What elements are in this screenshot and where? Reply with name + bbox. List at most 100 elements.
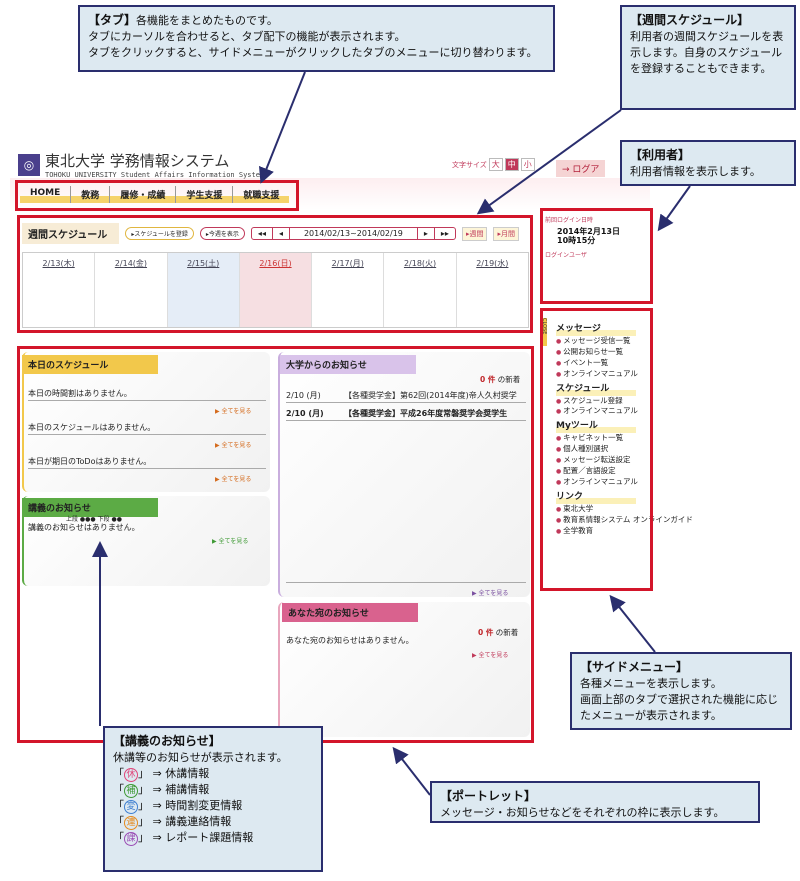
callout-body: 休講等のお知らせが表示されます。 <box>113 751 288 765</box>
notice-date: 2/10 (月) <box>286 409 324 418</box>
weekly-days: 2/13(木) 2/14(金) 2/15(土) 2/16(日) 2/17(月) … <box>22 252 529 328</box>
side-menu-item[interactable]: オンラインマニュアル <box>556 406 693 417</box>
side-menu-item[interactable]: イベント一覧 <box>556 358 693 369</box>
next-week-button[interactable]: ▸ <box>418 228 435 239</box>
view-all-link[interactable]: 全てを見る <box>215 406 252 415</box>
day-column[interactable]: 2/19(水) <box>476 259 509 268</box>
font-size-medium-button[interactable]: 中 <box>504 158 519 171</box>
register-schedule-button[interactable]: ▸スケジュールを登録 <box>125 227 194 240</box>
main-tabs: HOME 教務 履修・成績 学生支援 就職支援 <box>20 186 290 203</box>
callout-body: メッセージ・お知らせなどをそれぞれの枠に表示します。 <box>440 806 725 820</box>
highlight-portlets <box>17 346 534 743</box>
side-menu-item[interactable]: オンラインマニュアル <box>556 477 693 488</box>
legend-row: 「補」 ⇒ 補講情報 <box>113 783 210 799</box>
side-menu-item[interactable]: メッセージ転送設定 <box>556 455 693 466</box>
month-view-button[interactable]: ▸月間 <box>493 226 519 241</box>
highlight-tabs <box>15 180 299 211</box>
new-count: 0 件 の新着 <box>478 627 518 638</box>
side-menu-item[interactable]: 教育系情報システム オンラインガイド <box>556 515 693 526</box>
date-range: 2014/02/13~2014/02/19 <box>290 228 418 239</box>
callout-user: 【利用者】 利用者情報を表示します。 <box>620 140 796 186</box>
callout-portlet: 【ポートレット】 メッセージ・お知らせなどをそれぞれの枠に表示します。 <box>430 781 760 823</box>
notice-title[interactable]: 【各種奨学金】第62回(2014年度)帝人久村奨学 <box>344 391 517 400</box>
legend-row: 「課」 ⇒ レポート課題情報 <box>113 831 254 847</box>
logout-button[interactable]: → ログア <box>556 160 606 177</box>
callout-body: 利用者情報を表示します。 <box>630 165 761 179</box>
tab-courses-grades[interactable]: 履修・成績 <box>110 186 177 203</box>
week-navigator: ◂◂ ◂ 2014/02/13~2014/02/19 ▸ ▸▸ <box>250 227 456 240</box>
side-menu-item[interactable]: メッセージ受信一覧 <box>556 336 693 347</box>
count-value: 0 件 <box>478 628 494 637</box>
callout-title: 【講義のお知らせ】 <box>113 734 221 748</box>
side-menu-item[interactable]: オンラインマニュアル <box>556 369 693 380</box>
tab-home[interactable]: HOME <box>20 186 72 203</box>
legend-row: 「休」 ⇒ 休講情報 <box>113 767 210 783</box>
side-menu-heading: メッセージ <box>556 323 636 337</box>
side-menu-item[interactable]: 個人種別選択 <box>556 444 693 455</box>
today-timetable-msg: 本日の時間割はありません。 <box>28 389 132 398</box>
font-size-large-button[interactable]: 大 <box>488 158 503 171</box>
count-label: の新着 <box>495 628 519 637</box>
font-size-small-button[interactable]: 小 <box>520 158 535 171</box>
system-title: 東北大学 学務情報システム <box>45 152 230 170</box>
side-menu-heading: Myツール <box>556 420 636 434</box>
font-size-label: 文字サイズ <box>452 160 487 169</box>
callout-body: 利用者の週間スケジュールを表示します。自身のスケジュールを登録することもできます… <box>630 30 784 76</box>
logo[interactable]: ◎ 東北大学 学務情報システム TOHOKU UNIVERSITY Studen… <box>18 150 264 179</box>
view-all-link[interactable]: 全てを見る <box>212 536 249 545</box>
legend-arrow: ⇒ <box>152 815 162 829</box>
legend-mark-icon: 連 <box>124 816 138 831</box>
tab-academic[interactable]: 教務 <box>71 186 111 203</box>
view-all-link[interactable]: 全てを見る <box>472 650 509 659</box>
close-side-menu-button[interactable]: CLOSE <box>541 318 547 346</box>
weekly-schedule-title: 週間スケジュール <box>22 223 120 244</box>
notice-title[interactable]: 【各種奨学金】平成26年度常磐奨学会奨学生 <box>344 409 508 418</box>
callout-line: 各種メニューを表示します。 <box>580 677 722 691</box>
lecture-legend-row: 上段 ●●● 下段 ●● <box>66 516 122 523</box>
day-column[interactable]: 2/14(金) <box>95 253 168 327</box>
first-week-button[interactable]: ◂◂ <box>252 228 273 239</box>
portlet-title: 本日のスケジュール <box>22 355 158 374</box>
callout-line: タブをクリックすると、サイドメニューがクリックしたタブのメニューに切り替わります… <box>88 46 538 60</box>
view-all-link[interactable]: 全てを見る <box>472 588 509 597</box>
callout-tab: 【タブ】各機能をまとめたものです。 タブにカーソルを合わせると、タブ配下の機能が… <box>78 5 555 72</box>
view-all-link[interactable]: 全てを見る <box>215 440 252 449</box>
side-menu-item[interactable]: スケジュール登録 <box>556 396 693 407</box>
side-menu: メッセージメッセージ受信一覧公開お知らせ一覧イベント一覧オンラインマニュアルスケ… <box>556 320 693 536</box>
callout-side-menu: 【サイドメニュー】 各種メニューを表示します。 画面上部のタブで選択された機能に… <box>570 652 792 730</box>
side-menu-item[interactable]: 公開お知らせ一覧 <box>556 347 693 358</box>
side-menu-item[interactable]: 東北大学 <box>556 504 693 515</box>
today-schedule-msg: 本日のスケジュールはありません。 <box>28 423 156 432</box>
callout-line: 各機能をまとめたものです。 <box>136 14 278 27</box>
side-menu-item[interactable]: 全学教育 <box>556 526 693 537</box>
week-view-button[interactable]: ▸週間 <box>461 226 488 241</box>
notice-row[interactable]: 2/10 (月) 【各種奨学金】平成26年度常磐奨学会奨学生 <box>286 408 526 419</box>
legend-row: 「連」 ⇒ 講義連絡情報 <box>113 815 232 831</box>
day-column[interactable]: 2/15(土) <box>167 253 240 327</box>
view-all-link[interactable]: 全てを見る <box>215 474 252 483</box>
day-column[interactable]: 2/17(月) <box>312 253 385 327</box>
side-menu-heading: リンク <box>556 490 636 504</box>
login-user-label: ログインユーザ <box>545 251 587 259</box>
callout-title: 【タブ】 <box>88 13 137 27</box>
notice-row[interactable]: 2/10 (月)【各種奨学金】第62回(2014年度)帝人久村奨学 <box>286 390 526 401</box>
today-todo-msg: 本日が期日のToDoはありません。 <box>28 457 152 466</box>
last-login-time: 10時15分 <box>557 235 596 245</box>
prev-week-button[interactable]: ◂ <box>273 228 290 239</box>
legend-arrow: ⇒ <box>152 799 162 813</box>
last-login-label: 前回ログイン日時 <box>545 217 594 224</box>
side-menu-item[interactable]: 配置／言語設定 <box>556 466 693 477</box>
day-column[interactable]: 2/18(火) <box>384 253 457 327</box>
lecture-legend: 「休」 ⇒ 休講情報「補」 ⇒ 補講情報「変」 ⇒ 時間割変更情報「連」 ⇒ 講… <box>113 766 313 847</box>
side-menu-item[interactable]: キャビネット一覧 <box>556 433 693 444</box>
legend-label: 休講情報 <box>165 767 210 781</box>
last-week-button[interactable]: ▸▸ <box>440 229 449 238</box>
day-column[interactable]: 2/16(日) <box>239 253 313 327</box>
tab-student-support[interactable]: 学生支援 <box>176 186 234 203</box>
portlet-title: あなた宛のお知らせ <box>282 603 418 622</box>
legend-top: 上段 <box>66 516 79 523</box>
day-column[interactable]: 2/13(木) <box>23 253 96 327</box>
this-week-button[interactable]: ▸今週を表示 <box>199 227 245 240</box>
tab-career-support[interactable]: 就職支援 <box>233 186 290 203</box>
highlight-side-menu <box>540 308 653 591</box>
